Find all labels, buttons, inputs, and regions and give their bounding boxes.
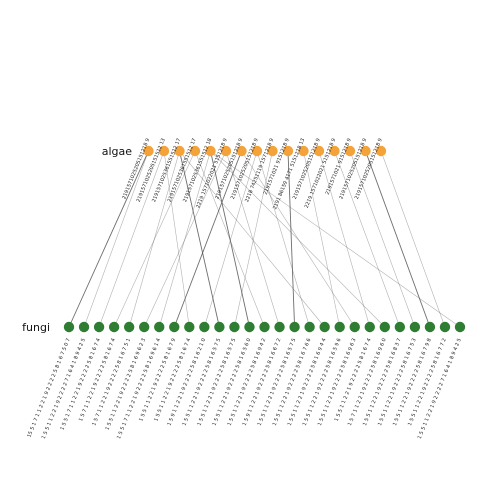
edge [113, 150, 196, 328]
fungi-node [63, 321, 75, 333]
fungi-node [259, 321, 270, 333]
algae-node-layer: 2191571025205151218 92191571025205151512… [121, 138, 387, 211]
fungi-node [138, 321, 150, 333]
edge [179, 150, 220, 328]
algae-node [236, 145, 247, 157]
edge [83, 150, 149, 328]
algae-node [313, 145, 325, 157]
fungi-node [364, 321, 375, 333]
edge [256, 150, 310, 328]
fungi-node [379, 321, 391, 333]
fungi-node [78, 321, 90, 333]
edge [210, 150, 386, 328]
algae-node [174, 145, 185, 157]
edge-layer [68, 150, 461, 328]
fungi-node [409, 321, 421, 333]
algae-node [189, 145, 201, 157]
edge [349, 150, 416, 328]
edge [204, 150, 258, 328]
fungi-node [214, 321, 225, 333]
fungi-node [123, 321, 135, 333]
edge [380, 150, 446, 328]
fungi-node [289, 321, 300, 333]
fungi-node [108, 321, 120, 333]
algae-node [251, 145, 263, 157]
algae-node [375, 145, 387, 157]
algae-node [267, 145, 278, 157]
fungi-node [93, 321, 105, 333]
algae-node [158, 145, 170, 157]
fungi-group-label: fungi [22, 321, 50, 334]
fungi-node [154, 321, 165, 333]
algae-node [220, 145, 232, 157]
fungi-node [244, 321, 255, 333]
algae-node [282, 145, 294, 157]
fungi-node [229, 321, 240, 333]
edge [225, 150, 280, 328]
edge [98, 150, 165, 328]
edge [143, 150, 227, 328]
algae-group-label: algae [102, 145, 133, 158]
fungi-node [334, 321, 345, 333]
edge [318, 150, 371, 328]
fungi-node [439, 321, 451, 333]
edge [365, 150, 431, 328]
edge [128, 150, 180, 328]
algae-node [344, 145, 356, 157]
edge [173, 150, 242, 328]
edge [179, 150, 325, 328]
algae-node [205, 145, 216, 157]
fungi-node [304, 321, 315, 333]
edge [287, 150, 296, 328]
algae-node [143, 145, 154, 157]
edge [210, 150, 250, 328]
algae-node [329, 145, 340, 157]
algae-node [360, 145, 371, 157]
fungi-node [274, 321, 285, 333]
fungi-node-layer: 15 5 1 7 1 1 2 2 1 9 2 2 2 2 5 8 1 6 7 5… [26, 321, 466, 440]
edge [158, 150, 211, 328]
fungi-node [199, 321, 210, 333]
fungi-node [319, 321, 330, 333]
edge [303, 150, 340, 328]
fungi-node [424, 321, 436, 333]
edge [241, 150, 355, 328]
fungi-node [349, 321, 360, 333]
fungi-node [169, 321, 180, 333]
fungi-node [184, 321, 195, 333]
edge [210, 150, 461, 328]
algae-node [298, 145, 309, 157]
edge [334, 150, 401, 328]
edge [234, 150, 273, 328]
fungi-node [454, 321, 466, 333]
fungi-node [394, 321, 406, 333]
edge [68, 150, 149, 328]
